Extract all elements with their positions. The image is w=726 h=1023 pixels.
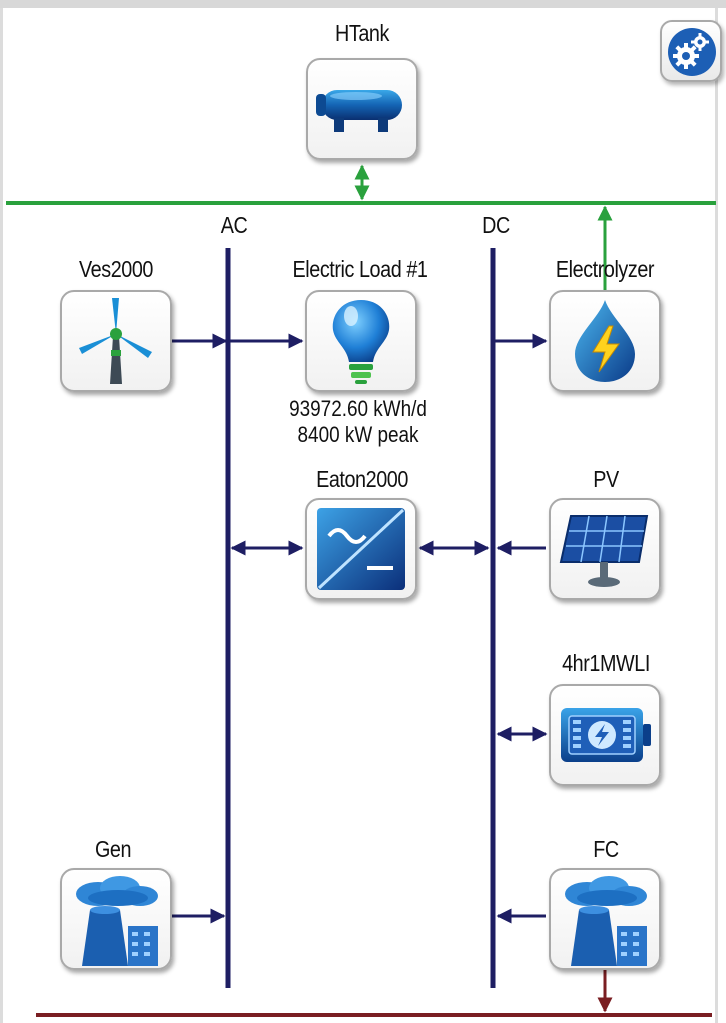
fc-label: FC [593,836,619,862]
load-label: Electric Load #1 [292,256,428,282]
gears-icon [668,28,716,76]
top-border [0,0,726,8]
htank-node[interactable] [306,58,418,160]
water-drop-lightning-icon [575,300,635,382]
pv-label: PV [593,466,619,492]
load-peak: 8400 kW peak [297,422,419,447]
gen-node[interactable] [60,868,172,970]
converter-icon [317,508,405,590]
battery-label: 4hr1MWLI [562,650,650,676]
battery-node[interactable] [549,684,661,786]
settings-button[interactable] [660,20,722,82]
wind-label: Ves2000 [79,256,153,282]
gen-label: Gen [94,836,132,862]
htank-label: HTank [335,20,389,46]
solar-panel-icon [559,515,649,587]
electrolyzer-node[interactable] [549,290,661,392]
load-node[interactable] [305,290,417,392]
fc-node[interactable] [549,868,661,970]
load-info: 93972.60 kWh/d 8400 kW peak [289,396,427,448]
power-plant-icon [565,876,647,966]
battery-icon [561,708,651,762]
wind-node[interactable] [60,290,172,392]
electrolyzer-label: Electrolyzer [555,256,655,282]
pv-node[interactable] [549,498,661,600]
load-energy: 93972.60 kWh/d [289,396,427,421]
hydrogen-tank-icon [316,90,402,132]
right-border [715,8,718,1023]
power-plant-icon [76,876,158,966]
ac-bus-label: AC [220,212,248,238]
dc-bus-label: DC [482,212,510,238]
wind-turbine-icon [79,298,152,384]
converter-label: Eaton2000 [316,466,408,492]
left-border [0,8,3,1023]
light-bulb-icon [332,300,390,384]
converter-node[interactable] [305,498,417,600]
